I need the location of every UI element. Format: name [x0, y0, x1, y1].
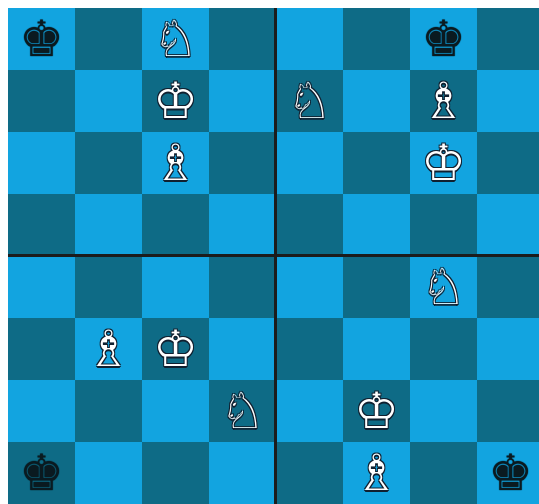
square-b4[interactable] — [343, 256, 410, 318]
square-b3[interactable] — [343, 70, 410, 132]
square-d2[interactable] — [209, 132, 276, 194]
black-king-icon[interactable]: ♚ — [8, 8, 75, 70]
square-a3[interactable] — [8, 318, 75, 380]
white-king-icon[interactable]: ♔ — [410, 132, 477, 194]
chess-board: ♚♘♔♗ ♚♘♗♔ ♗♔♘♚ ♘♔♗♚ — [8, 8, 539, 504]
square-a4[interactable] — [8, 256, 75, 318]
white-bishop-icon[interactable]: ♗ — [410, 70, 477, 132]
square-a1[interactable] — [276, 194, 343, 256]
square-d3[interactable] — [209, 70, 276, 132]
square-b3[interactable] — [75, 70, 142, 132]
puzzle-bottom-left: ♗♔♘ ♚ — [8, 256, 276, 504]
square-c1[interactable] — [142, 194, 209, 256]
square-b3[interactable] — [343, 318, 410, 380]
square-b1[interactable] — [75, 442, 142, 504]
square-b1[interactable] — [343, 194, 410, 256]
square-d1[interactable] — [477, 194, 539, 256]
square-b2[interactable] — [75, 380, 142, 442]
square-c2[interactable] — [410, 380, 477, 442]
square-b4[interactable] — [75, 8, 142, 70]
puzzle-top-right: ♚ ♘ ♗♔ — [276, 8, 539, 256]
square-a2[interactable] — [8, 380, 75, 442]
puzzle-top-left: ♚ ♘♔♗ — [8, 8, 276, 256]
square-d3[interactable] — [209, 318, 276, 380]
square-d1[interactable] — [209, 194, 276, 256]
horizontal-divider — [8, 254, 539, 257]
white-king-icon[interactable]: ♔ — [343, 380, 410, 442]
square-b2[interactable] — [75, 132, 142, 194]
square-d4[interactable] — [209, 256, 276, 318]
white-bishop-icon[interactable]: ♗ — [343, 442, 410, 504]
white-bishop-icon[interactable]: ♗ — [142, 132, 209, 194]
square-d1[interactable] — [209, 442, 276, 504]
white-knight-icon[interactable]: ♘ — [209, 380, 276, 442]
square-d4[interactable] — [477, 8, 539, 70]
square-a3[interactable] — [276, 318, 343, 380]
black-king-icon[interactable]: ♚ — [410, 8, 477, 70]
square-c1[interactable] — [410, 194, 477, 256]
square-c1[interactable] — [142, 442, 209, 504]
square-c1[interactable] — [410, 442, 477, 504]
square-b1[interactable] — [75, 194, 142, 256]
square-a1[interactable] — [8, 194, 75, 256]
square-c4[interactable] — [142, 256, 209, 318]
square-c3[interactable] — [410, 318, 477, 380]
square-d3[interactable] — [477, 318, 539, 380]
square-b4[interactable] — [75, 256, 142, 318]
white-bishop-icon[interactable]: ♗ — [75, 318, 142, 380]
square-d2[interactable] — [477, 132, 539, 194]
white-knight-icon[interactable]: ♘ — [142, 8, 209, 70]
white-knight-icon[interactable]: ♘ — [410, 256, 477, 318]
white-king-icon[interactable]: ♔ — [142, 70, 209, 132]
square-a3[interactable] — [8, 70, 75, 132]
puzzle-bottom-right: ♘♔♗ ♚ — [276, 256, 539, 504]
square-a4[interactable] — [276, 8, 343, 70]
square-c2[interactable] — [142, 380, 209, 442]
square-a2[interactable] — [8, 132, 75, 194]
square-d4[interactable] — [477, 256, 539, 318]
square-d4[interactable] — [209, 8, 276, 70]
square-a1[interactable] — [276, 442, 343, 504]
square-d2[interactable] — [477, 380, 539, 442]
square-a2[interactable] — [276, 380, 343, 442]
white-knight-icon[interactable]: ♘ — [276, 70, 343, 132]
square-b4[interactable] — [343, 8, 410, 70]
black-king-icon[interactable]: ♚ — [477, 442, 539, 504]
square-b2[interactable] — [343, 132, 410, 194]
square-a2[interactable] — [276, 132, 343, 194]
black-king-icon[interactable]: ♚ — [8, 442, 75, 504]
white-king-icon[interactable]: ♔ — [142, 318, 209, 380]
square-a4[interactable] — [276, 256, 343, 318]
square-d3[interactable] — [477, 70, 539, 132]
